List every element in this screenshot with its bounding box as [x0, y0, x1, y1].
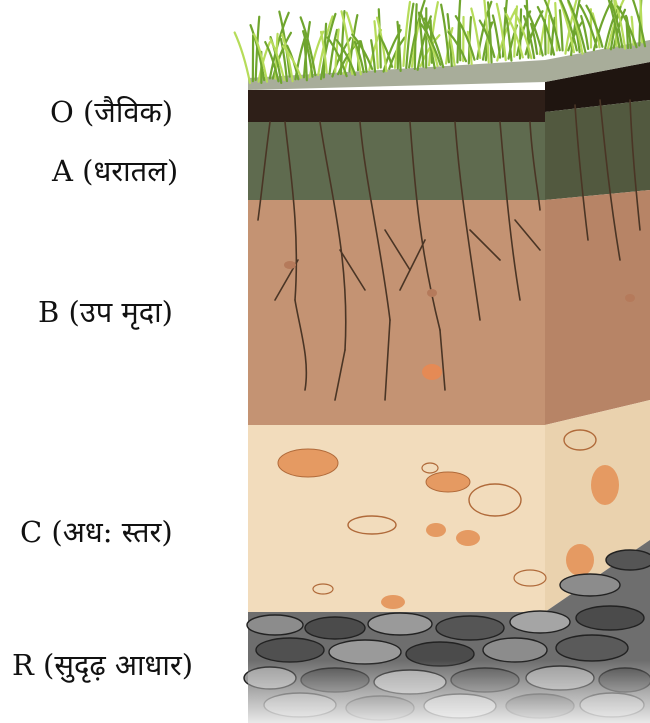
- grass-blade: [415, 4, 417, 69]
- layer-o-band: [248, 90, 545, 122]
- pebble: [426, 472, 470, 492]
- rock: [247, 615, 303, 635]
- grass-blade: [235, 33, 250, 83]
- rock: [556, 635, 628, 661]
- pebble: [284, 261, 296, 269]
- rock: [256, 638, 324, 662]
- layer-b-band: [248, 200, 545, 425]
- pebble: [426, 523, 446, 537]
- pebble: [591, 465, 619, 505]
- bedrock-fade: [248, 660, 650, 723]
- pebble: [625, 294, 635, 302]
- side-face-a: [545, 100, 650, 200]
- rock: [305, 617, 365, 639]
- pebble: [456, 530, 480, 546]
- pebble: [278, 449, 338, 477]
- pebble: [381, 595, 405, 609]
- side-face-b: [545, 190, 650, 425]
- rock: [560, 574, 620, 596]
- rock: [483, 638, 547, 662]
- pebble: [422, 364, 442, 380]
- rock: [606, 550, 650, 570]
- rock: [576, 606, 644, 630]
- grass-blade: [493, 15, 500, 57]
- side-face: [545, 62, 650, 612]
- rock: [510, 611, 570, 633]
- rock: [436, 616, 504, 640]
- grass-blade: [555, 3, 557, 50]
- rock: [368, 613, 432, 635]
- pebble: [427, 289, 437, 297]
- pebble: [566, 544, 594, 576]
- grass-blade: [560, 10, 563, 50]
- grass-blade: [460, 26, 461, 61]
